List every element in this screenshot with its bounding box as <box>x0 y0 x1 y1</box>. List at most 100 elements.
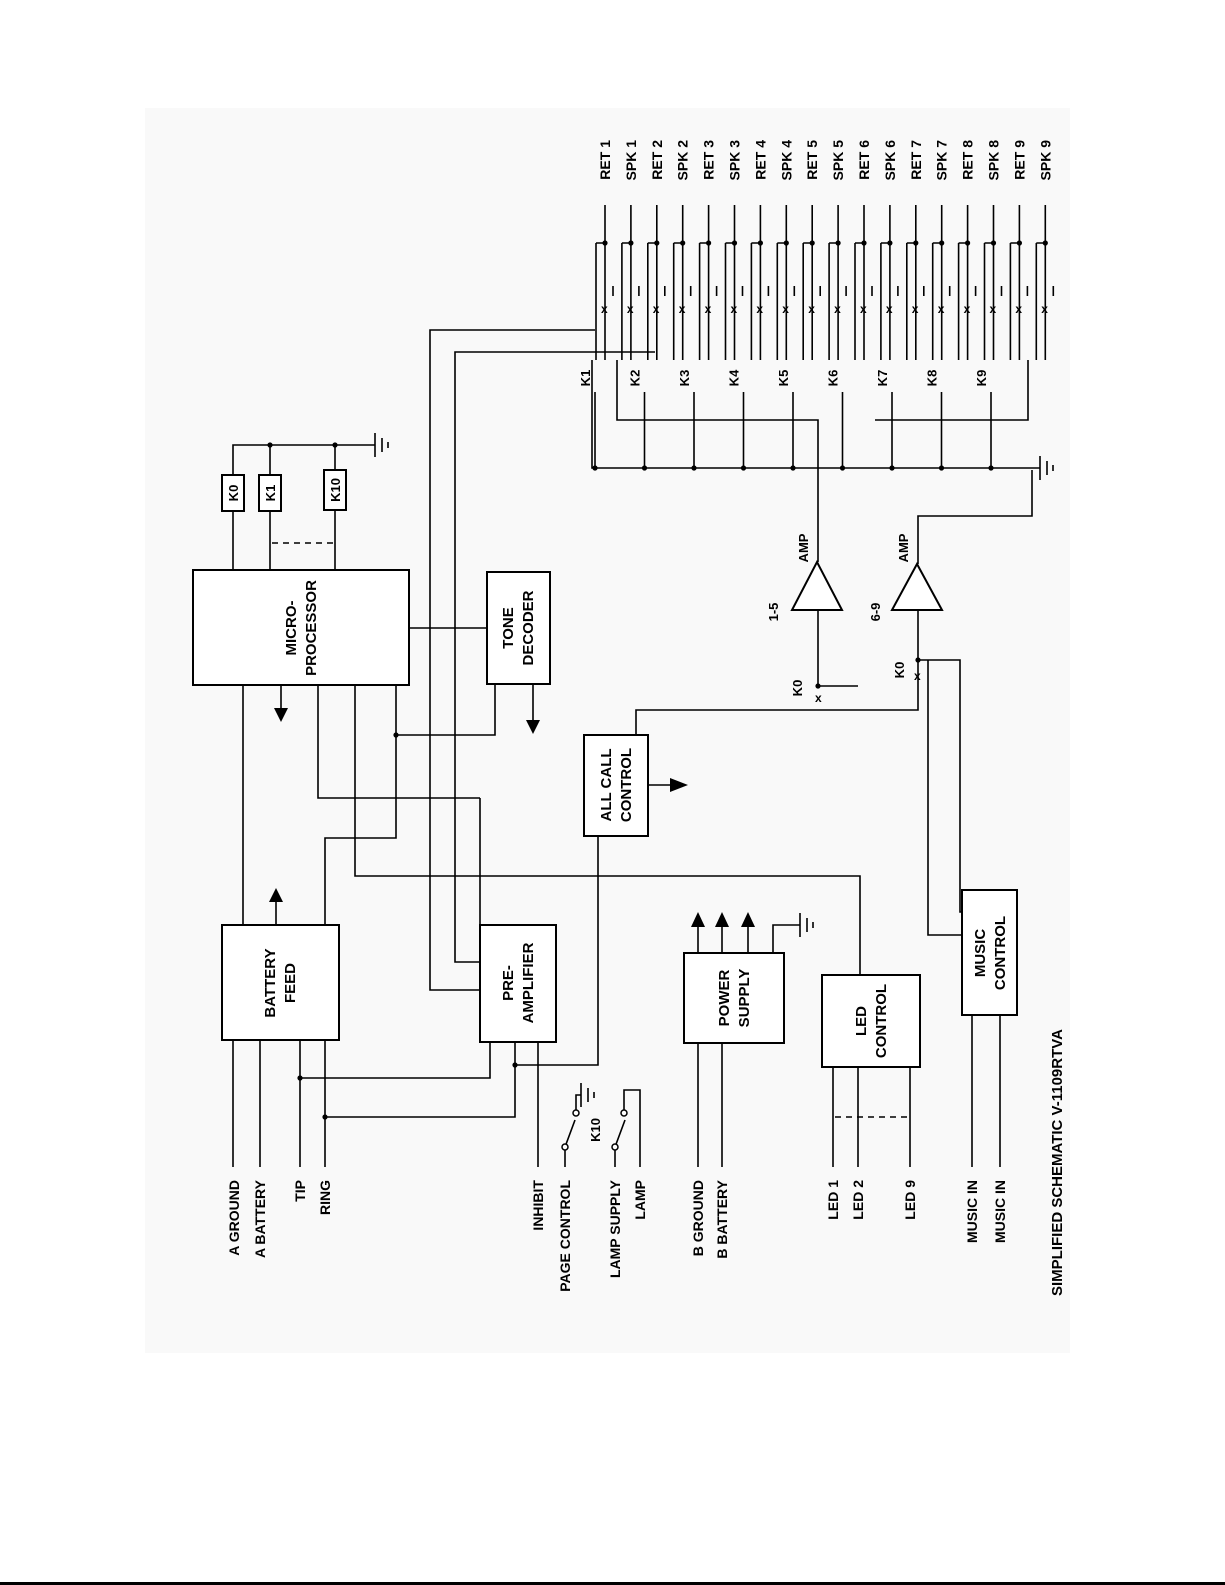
tone-decoder-label-1: TONE <box>500 607 517 648</box>
junction-dot <box>913 240 919 246</box>
relay-contact-mark: x <box>627 302 634 316</box>
zone-relay-label: K9 <box>974 370 989 387</box>
relay-contact-mark: x <box>679 302 686 316</box>
relay-contact-line <box>750 242 761 360</box>
k10-switch-label: K10 <box>588 1118 603 1142</box>
output-label: RET 3 <box>701 140 717 180</box>
amplifier-1-5 <box>790 559 844 611</box>
all-call-control-label-1: ALL CALL <box>598 748 615 821</box>
junction-dot <box>839 465 846 471</box>
relay-contact-line <box>828 242 839 360</box>
relay-contact-line <box>647 242 657 360</box>
output-label: SPK 9 <box>1037 140 1053 181</box>
relay-contact-mark: x <box>886 302 893 316</box>
label-led-9: LED 9 <box>902 1180 918 1220</box>
output-label: RET 2 <box>649 140 665 180</box>
power-supply-label-1: POWER <box>716 970 733 1027</box>
battery-feed-label-2: FEED <box>282 963 299 1003</box>
power-supply-block <box>683 952 785 1044</box>
label-ring: RING <box>317 1180 333 1215</box>
output-label: SPK 6 <box>882 140 898 181</box>
relay-contact-line <box>983 242 994 360</box>
relay-k1-label: K1 <box>263 485 278 502</box>
relay-contact-line <box>672 242 683 360</box>
junction-dot <box>938 465 945 471</box>
relay-contact-line <box>880 242 890 360</box>
zone-relay-label: K6 <box>826 370 841 387</box>
output-label: SPK 4 <box>778 140 794 181</box>
output-label: SPK 3 <box>727 140 743 181</box>
label-music-in-1: MUSIC IN <box>964 1180 980 1243</box>
all-call-control-block <box>583 734 649 837</box>
relay-contact-line <box>854 242 864 360</box>
relay-contact-mark: x <box>938 302 945 316</box>
relay-contact-mark: x <box>1015 302 1022 316</box>
led-control-label-2: CONTROL <box>873 984 890 1058</box>
relay-contact-mark: x <box>731 302 738 316</box>
ground-icon <box>374 433 389 457</box>
label-b-ground: B GROUND <box>690 1180 706 1256</box>
battery-feed-label-1: BATTERY <box>262 948 279 1017</box>
amplifier-6-9 <box>890 561 944 611</box>
zone-relay-label: K8 <box>925 370 940 387</box>
label-lamp: LAMP <box>632 1180 648 1220</box>
pre-amplifier-label-1: PRE- <box>500 965 517 1001</box>
relay-k0-label: K0 <box>226 485 241 502</box>
ground-icon-power <box>799 913 814 937</box>
output-label: RET 9 <box>1011 140 1027 180</box>
label-lamp-supply: LAMP SUPPLY <box>607 1179 623 1278</box>
label-music-in-2: MUSIC IN <box>992 1180 1008 1243</box>
zone-relay-label: K7 <box>875 370 890 387</box>
pre-amplifier-label-2: AMPLIFIER <box>520 942 537 1023</box>
label-a-ground: A GROUND <box>226 1180 242 1256</box>
junction-dot <box>809 240 815 246</box>
k0-contact-b-label: K0 <box>892 662 907 679</box>
relay-contact-mark: x <box>990 302 997 316</box>
junction-dot <box>740 465 747 471</box>
zone-relay-label: K5 <box>776 370 791 387</box>
output-label: RET 1 <box>597 140 613 180</box>
label-b-battery: B BATTERY <box>714 1179 730 1258</box>
tone-decoder-label-2: DECODER <box>520 590 537 665</box>
output-label: RET 8 <box>960 140 976 180</box>
junction-dot <box>691 465 697 471</box>
junction-dot <box>654 240 660 246</box>
label-page-control: PAGE CONTROL <box>557 1180 573 1292</box>
junction-dot <box>939 240 945 246</box>
junction-dot <box>889 465 895 471</box>
output-label: SPK 8 <box>986 140 1002 181</box>
relay-contact-mark: x <box>860 302 867 316</box>
input-labels: A GROUND A BATTERY TIP RING INHIBIT PAGE… <box>226 1179 1008 1291</box>
zone-relay-label: K2 <box>628 370 643 387</box>
relay-k10-label: K10 <box>328 478 343 502</box>
all-call-control-label-2: CONTROL <box>618 748 635 822</box>
relay-contact-mark: x <box>756 302 763 316</box>
relay-contact-line <box>802 242 813 360</box>
junction-dot <box>592 465 598 471</box>
signal-wires <box>242 329 1054 1120</box>
relay-contact-mark: x <box>653 302 660 316</box>
relay-contact-line <box>724 242 735 360</box>
label-led-2: LED 2 <box>850 1180 866 1220</box>
relay-contact-line <box>621 242 631 360</box>
led-control-label-1: LED <box>853 1006 870 1036</box>
zone-relay-label: K4 <box>727 369 742 386</box>
output-label: SPK 5 <box>830 140 846 181</box>
label-tip: TIP <box>292 1180 308 1202</box>
junction-dot <box>783 240 789 246</box>
relay-contact-mark: x <box>601 302 608 316</box>
music-control-block <box>961 889 1018 1016</box>
relay-coil-wires <box>232 444 375 570</box>
relay-contact-mark: x <box>705 302 712 316</box>
label-led-1: LED 1 <box>825 1180 841 1220</box>
tone-decoder-block <box>486 571 551 685</box>
page-bottom-rule <box>0 1582 1225 1585</box>
zone-relay-label: K3 <box>677 370 692 387</box>
input-wires <box>232 1015 1001 1167</box>
k0-contact-a-label: K0 <box>790 680 805 697</box>
output-label: RET 6 <box>856 140 872 180</box>
microprocessor-label-2: PROCESSOR <box>303 580 320 676</box>
output-label: SPK 2 <box>675 140 691 181</box>
